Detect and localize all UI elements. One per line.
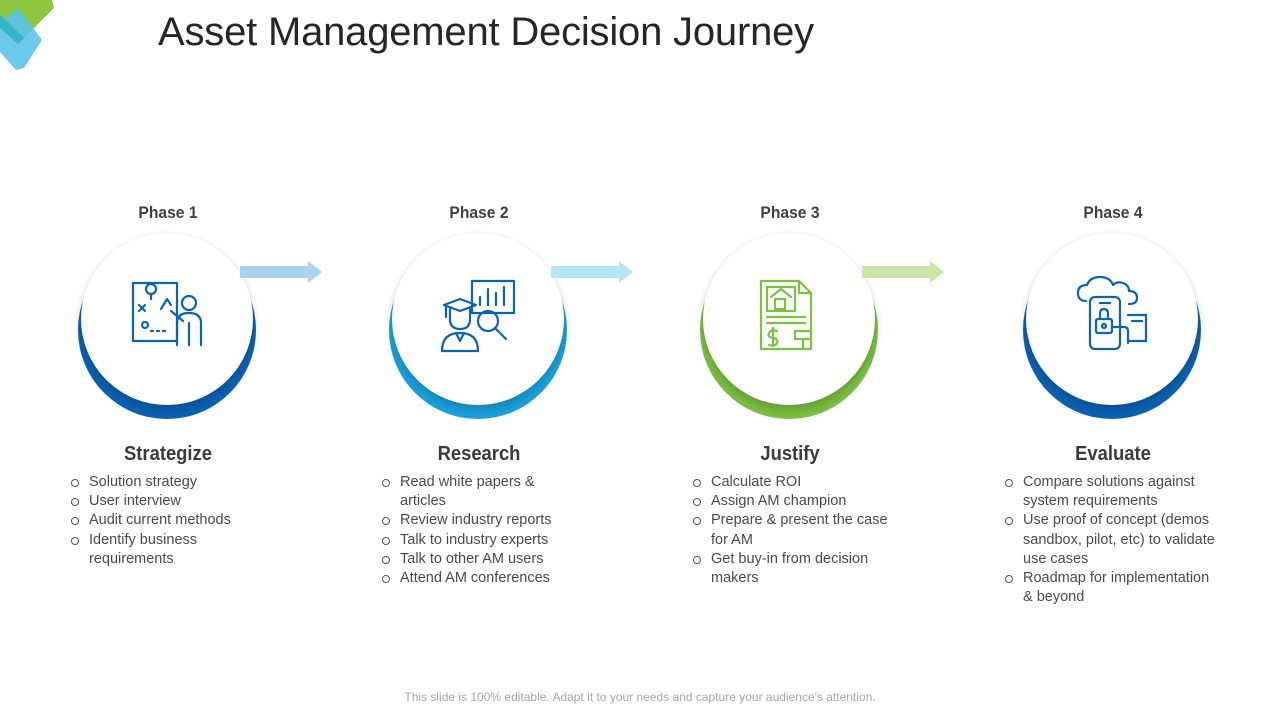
phase-disc xyxy=(81,233,253,405)
list-item: Solution strategy xyxy=(71,473,251,492)
phase-arrow xyxy=(551,261,633,283)
phase-disc xyxy=(1026,233,1198,405)
phase-2: Phase 2 Research Read white papers & xyxy=(329,203,633,623)
phase-items: Compare solutions against system require… xyxy=(1005,473,1220,607)
phase-arrow xyxy=(240,261,322,283)
phase-1: Phase 1 Strategize Solution strategy Use… xyxy=(18,203,322,623)
list-item: Compare solutions against system require… xyxy=(1005,473,1220,511)
list-item: Audit current methods xyxy=(71,511,251,530)
phase-items: Read white papers & articles Review indu… xyxy=(382,473,572,588)
list-item: Assign AM champion xyxy=(693,492,893,511)
phase-name: Justify xyxy=(760,443,820,465)
phase-circle xyxy=(1023,233,1203,423)
phase-disc xyxy=(703,233,875,405)
phase-name: Strategize xyxy=(124,443,212,465)
research-graduate-icon xyxy=(440,279,516,353)
list-item: Get buy-in from decision makers xyxy=(693,550,893,588)
property-document-icon xyxy=(759,279,813,351)
list-item: Prepare & present the case for AM xyxy=(693,511,893,549)
list-item: Read white papers & articles xyxy=(382,473,572,511)
phase-4: Phase 4 Evaluate Compare solutions again… xyxy=(963,203,1263,623)
phase-disc xyxy=(392,233,564,405)
list-item: User interview xyxy=(71,492,251,511)
phase-label: Phase 1 xyxy=(138,203,198,222)
footer-note: This slide is 100% editable. Adapt it to… xyxy=(404,690,876,704)
strategy-board-icon xyxy=(131,281,203,347)
list-item: Identify business requirements xyxy=(71,531,251,569)
phase-label: Phase 4 xyxy=(1083,203,1143,222)
corner-logo xyxy=(0,0,54,70)
list-item: Review industry reports xyxy=(382,511,572,530)
phase-name: Evaluate xyxy=(1075,443,1151,465)
phase-3: Phase 3 Justify Calculate ROI Assign AM … xyxy=(640,203,944,623)
phase-circle xyxy=(389,233,569,423)
phase-name: Research xyxy=(437,443,521,465)
phase-label: Phase 2 xyxy=(449,203,509,222)
list-item: Use proof of concept (demos sandbox, pil… xyxy=(1005,511,1220,569)
phase-items: Solution strategy User interview Audit c… xyxy=(71,473,251,569)
phase-arrow xyxy=(862,261,944,283)
list-item: Roadmap for implementation & beyond xyxy=(1005,569,1220,607)
phase-circle xyxy=(700,233,880,423)
page-title: Asset Management Decision Journey xyxy=(158,10,814,54)
phase-items: Calculate ROI Assign AM champion Prepare… xyxy=(693,473,893,588)
phase-label: Phase 3 xyxy=(760,203,820,222)
list-item: Talk to industry experts xyxy=(382,531,572,550)
phase-circle xyxy=(78,233,258,423)
list-item: Attend AM conferences xyxy=(382,569,572,588)
cloud-mobile-security-icon xyxy=(1076,275,1148,351)
list-item: Talk to other AM users xyxy=(382,550,572,569)
list-item: Calculate ROI xyxy=(693,473,893,492)
